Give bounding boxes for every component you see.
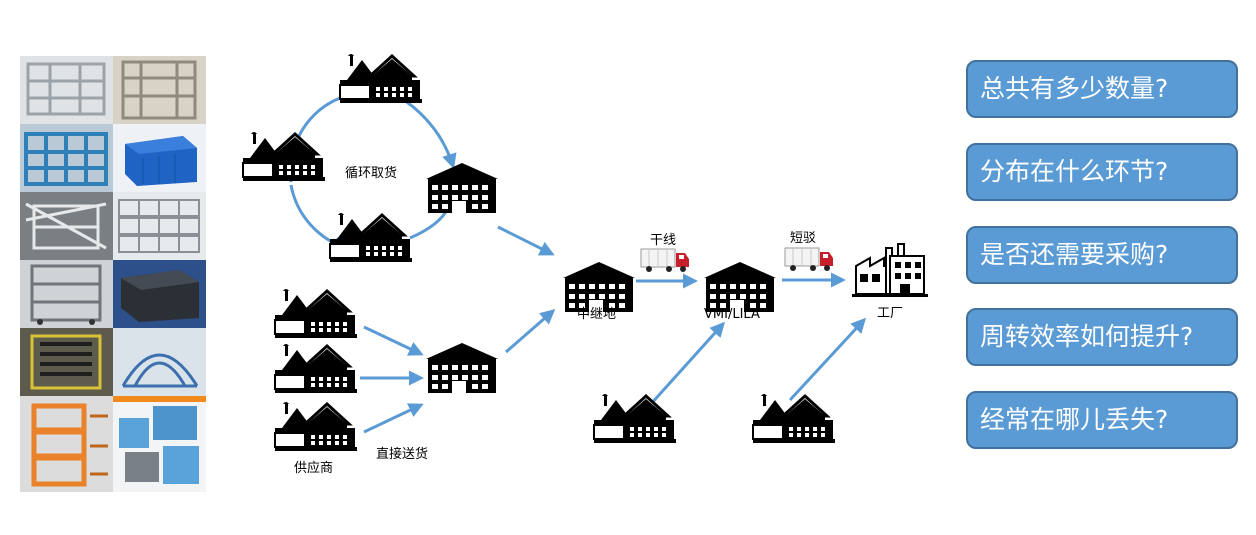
relay-warehouse — [563, 262, 635, 312]
question-turnover: 周转效率如何提升? — [966, 308, 1238, 366]
supplier-warehouse-factory-direct — [751, 392, 837, 445]
loop-label: 循环取货 — [345, 165, 397, 181]
loop-hub-warehouse — [426, 163, 498, 213]
supplier-warehouse-loop-top — [338, 52, 424, 105]
question-quantity: 总共有多少数量? — [966, 60, 1238, 118]
blue-rack-photo — [20, 124, 113, 192]
white-rack-photo — [20, 192, 113, 260]
question-distribution: 分布在什么环节? — [966, 143, 1238, 201]
supplier-warehouse-1 — [273, 287, 359, 340]
warehouse-rack-photo — [20, 260, 113, 328]
question-procurement: 是否还需要采购? — [966, 226, 1238, 284]
orange-rack-photo — [20, 396, 113, 492]
yellow-rack-photo — [20, 328, 113, 396]
supplier-warehouse-loop-left — [241, 130, 327, 183]
supplier-to-factory-arrow — [788, 317, 867, 402]
trunk-line-label: 干线 — [650, 233, 676, 248]
supplier1-to-consolidator-arrow — [363, 325, 424, 356]
factory-icon — [851, 243, 929, 298]
direct-delivery-label: 直接送货 — [376, 446, 428, 462]
supplier3-to-consolidator-arrow — [363, 403, 424, 434]
blue-bin-photo — [113, 124, 206, 192]
supplier-to-vmi-arrow — [648, 321, 726, 407]
shuttle-truck-icon — [784, 247, 834, 272]
supplier-warehouse-vmi-direct — [592, 392, 678, 445]
stacked-rack-photo — [113, 192, 206, 260]
supplier-warehouse-loop-bottom — [328, 211, 414, 264]
curved-rack-photo — [113, 328, 206, 396]
vmi-warehouse — [704, 262, 776, 312]
photo-collage — [20, 56, 206, 492]
blue-crates-photo — [113, 396, 206, 492]
relay-label: 中继地 — [577, 307, 616, 322]
beige-rack-photo — [113, 56, 206, 124]
question-loss: 经常在哪儿丢失? — [966, 391, 1238, 449]
supplier-label: 供应商 — [294, 460, 333, 476]
silver-rack-photo — [20, 56, 113, 124]
supplier-warehouse-2 — [273, 342, 359, 395]
consolidator-to-relay-arrow — [505, 309, 556, 354]
consolidation-warehouse — [426, 343, 498, 393]
loop-to-relay-arrow — [497, 225, 555, 256]
loop-arc-right-arrow — [403, 98, 457, 169]
vmi-label: VMI/LILA — [704, 307, 760, 322]
black-bin-photo — [113, 260, 206, 328]
factory-label: 工厂 — [877, 306, 903, 321]
supplier-warehouse-3 — [273, 400, 359, 453]
trunk-truck-icon — [640, 248, 690, 273]
shuttle-label: 短驳 — [790, 231, 816, 246]
